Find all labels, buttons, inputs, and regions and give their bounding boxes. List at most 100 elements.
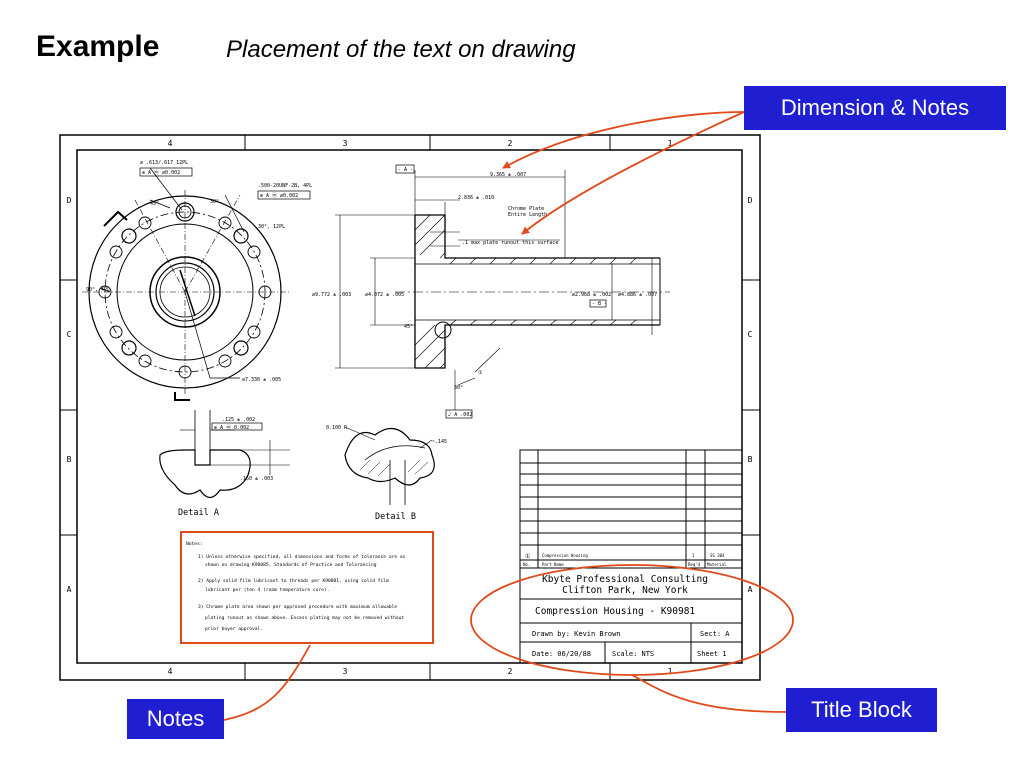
section-arrow-top — [103, 210, 128, 227]
note-line-4: lubricant per (ten 4 (room temperature c… — [205, 587, 329, 593]
dim-flange-dia: ⌀4.072 ± .005 — [365, 292, 404, 298]
detail-a-label: Detail A — [178, 508, 219, 518]
fcf-thread: ⊕ A ⓜ ⌀0.002 — [260, 192, 298, 199]
datum-a: - A - — [398, 167, 413, 173]
notes-highlight-box — [180, 531, 434, 644]
fcf-detail-a: ⊕ A ⓜ 0.002 — [214, 424, 249, 431]
callout-pointers — [223, 111, 794, 721]
tb-item-number: ① — [525, 553, 530, 560]
zone-top-4: 4 — [168, 139, 173, 148]
zone-right-B: B — [748, 455, 753, 464]
dim-angle-30-12pl: 30°, 12PL — [258, 224, 285, 230]
dim-detail-b-radius: 0.100 R — [326, 425, 348, 431]
tb-header-part: Part Name — [542, 562, 564, 567]
dim-thread: .500-20UNF-2B, 4PL — [258, 183, 312, 189]
balloon-1: ① — [478, 370, 483, 376]
dim-outer-dia: ⌀9.772 ± .003 — [312, 292, 351, 298]
note-line-5: 3) Chrome plate area shown per approved … — [198, 604, 397, 610]
dim-length: 9.365 ± .007 — [490, 172, 526, 178]
tb-header-qty: Req'd — [688, 562, 701, 567]
dim-short-length: 2.836 ± .010 — [458, 195, 494, 201]
tb-drawn-by: Drawn by: Kevin Brown — [532, 630, 621, 638]
zone-left-D: D — [67, 196, 72, 205]
section-view-dimensions: - A - 9.365 ± .007 2.836 ± .010 Chrome P… — [312, 167, 657, 418]
note-line-1: 1) Unless otherwise specified, all dimen… — [198, 554, 406, 560]
note-line-3: 2) Apply solid film lubricant to threads… — [198, 578, 389, 584]
note-line-7: prior buyer approval. — [205, 626, 263, 632]
zone-top-3: 3 — [343, 139, 348, 148]
tb-sect: Sect: A — [700, 630, 730, 638]
zone-bottom-3: 3 — [343, 667, 348, 676]
detail-a — [159, 410, 290, 499]
callout-title-block: Title Block — [786, 688, 937, 732]
dim-hole-pattern: ⌀ .613/.617 12PL — [140, 160, 188, 166]
slide-subtitle: Placement of the text on drawing — [226, 36, 576, 63]
tb-qty: 1 — [692, 553, 695, 558]
runout-note: .1 max plate runout this surface — [462, 240, 558, 246]
detail-b-label: Detail B — [375, 512, 416, 522]
zone-labels: 4 3 2 1 4 3 2 1 D C B A D C B A — [67, 139, 753, 676]
zone-right-A: A — [748, 585, 753, 594]
slide-title: Example — [36, 30, 160, 63]
callout-notes: Notes — [127, 699, 224, 739]
fcf-hole: ⊕ A ⓜ ⌀0.002 — [142, 169, 180, 176]
pointer-notes — [223, 644, 311, 721]
dim-angle-30b: 30° — [454, 385, 463, 391]
zone-top-1: 1 — [668, 139, 673, 148]
dim-bolt-circle: ⌀7.330 ± .005 — [242, 377, 281, 383]
tb-header-material: Material — [707, 562, 727, 567]
tb-company-location: Clifton Park, New York — [562, 585, 688, 596]
zone-left-C: C — [67, 330, 72, 339]
section-cut-line — [179, 269, 196, 317]
zone-bottom-2: 2 — [508, 667, 513, 676]
section-dimension-lines — [335, 170, 660, 410]
tb-drawing-title: Compression Housing - K90981 — [535, 606, 695, 617]
callout-dimension-notes: Dimension & Notes — [744, 86, 1006, 130]
dim-detail-a-width: .125 ± .002 — [222, 417, 255, 423]
zone-left-A: A — [67, 585, 72, 594]
note-line-2: shown on drawing K90085, Standards of Pr… — [205, 562, 377, 568]
tb-material: SS 304 — [710, 553, 725, 558]
tb-part-name: Compression Housing — [542, 553, 588, 558]
detail-b-dimensions: 0.100 R ~.145 — [326, 425, 447, 445]
detail-b — [344, 426, 435, 505]
zone-bottom-1: 1 — [668, 667, 673, 676]
sheet-outer-border — [59, 134, 761, 681]
zone-right-D: D — [748, 196, 753, 205]
dim-angle-30: 30° — [210, 199, 219, 205]
dim-bore-dia: ⌀2.968 ± .002 — [572, 292, 611, 298]
leader-lines — [99, 167, 245, 379]
drawing-notes: Notes: 1) Unless otherwise specified, al… — [186, 541, 406, 632]
zone-right-C: C — [748, 330, 753, 339]
zone-left-B: B — [67, 455, 72, 464]
dim-chamfer: 45° — [404, 324, 413, 330]
fcf-runout: ⌰ A .002 — [448, 412, 472, 418]
front-view-dimensions: ⌀ .613/.617 12PL ⊕ A ⓜ ⌀0.002 .500-20UNF… — [86, 160, 312, 383]
dim-angle-45: 45° — [150, 201, 159, 207]
section-arrow-bottom — [174, 392, 190, 401]
slide-heading: Example Placement of the text on drawing — [36, 30, 576, 74]
title-block-text: ① Compression Housing 1 SS 304 No. Part … — [523, 553, 730, 658]
section-hatch — [414, 214, 637, 369]
detail-a-dimensions: .125 ± .002 ⊕ A ⓜ 0.002 .150 ± .003 — [214, 417, 273, 482]
dim-angle-90-4pl: 90°, 4PL — [86, 287, 110, 293]
tb-sheet: Sheet 1 — [697, 650, 727, 658]
zone-ticks — [60, 135, 760, 680]
zone-top-2: 2 — [508, 139, 513, 148]
note-line-6: plating runout as shown above. Excess pl… — [205, 615, 404, 621]
tb-date: Date: 06/20/88 — [532, 650, 591, 658]
sheet-inner-border — [76, 149, 743, 664]
dim-shaft-dia: ⌀4.886 ± .007 — [618, 292, 657, 298]
threaded-holes — [121, 202, 249, 356]
tb-scale: Scale: NTS — [612, 650, 654, 658]
chrome-plate-2: Entire Length — [508, 212, 547, 218]
front-view — [82, 167, 290, 401]
dim-detail-a-depth: .150 ± .003 — [240, 476, 273, 482]
chrome-plate-1: Chrome Plate — [508, 206, 544, 212]
tb-company-name: Kbyte Professional Consulting — [542, 574, 708, 585]
zone-bottom-4: 4 — [168, 667, 173, 676]
pointer-title-block — [631, 674, 787, 713]
pointer-dimension-to-length — [502, 111, 745, 169]
pointer-dimension-to-note — [521, 111, 745, 235]
